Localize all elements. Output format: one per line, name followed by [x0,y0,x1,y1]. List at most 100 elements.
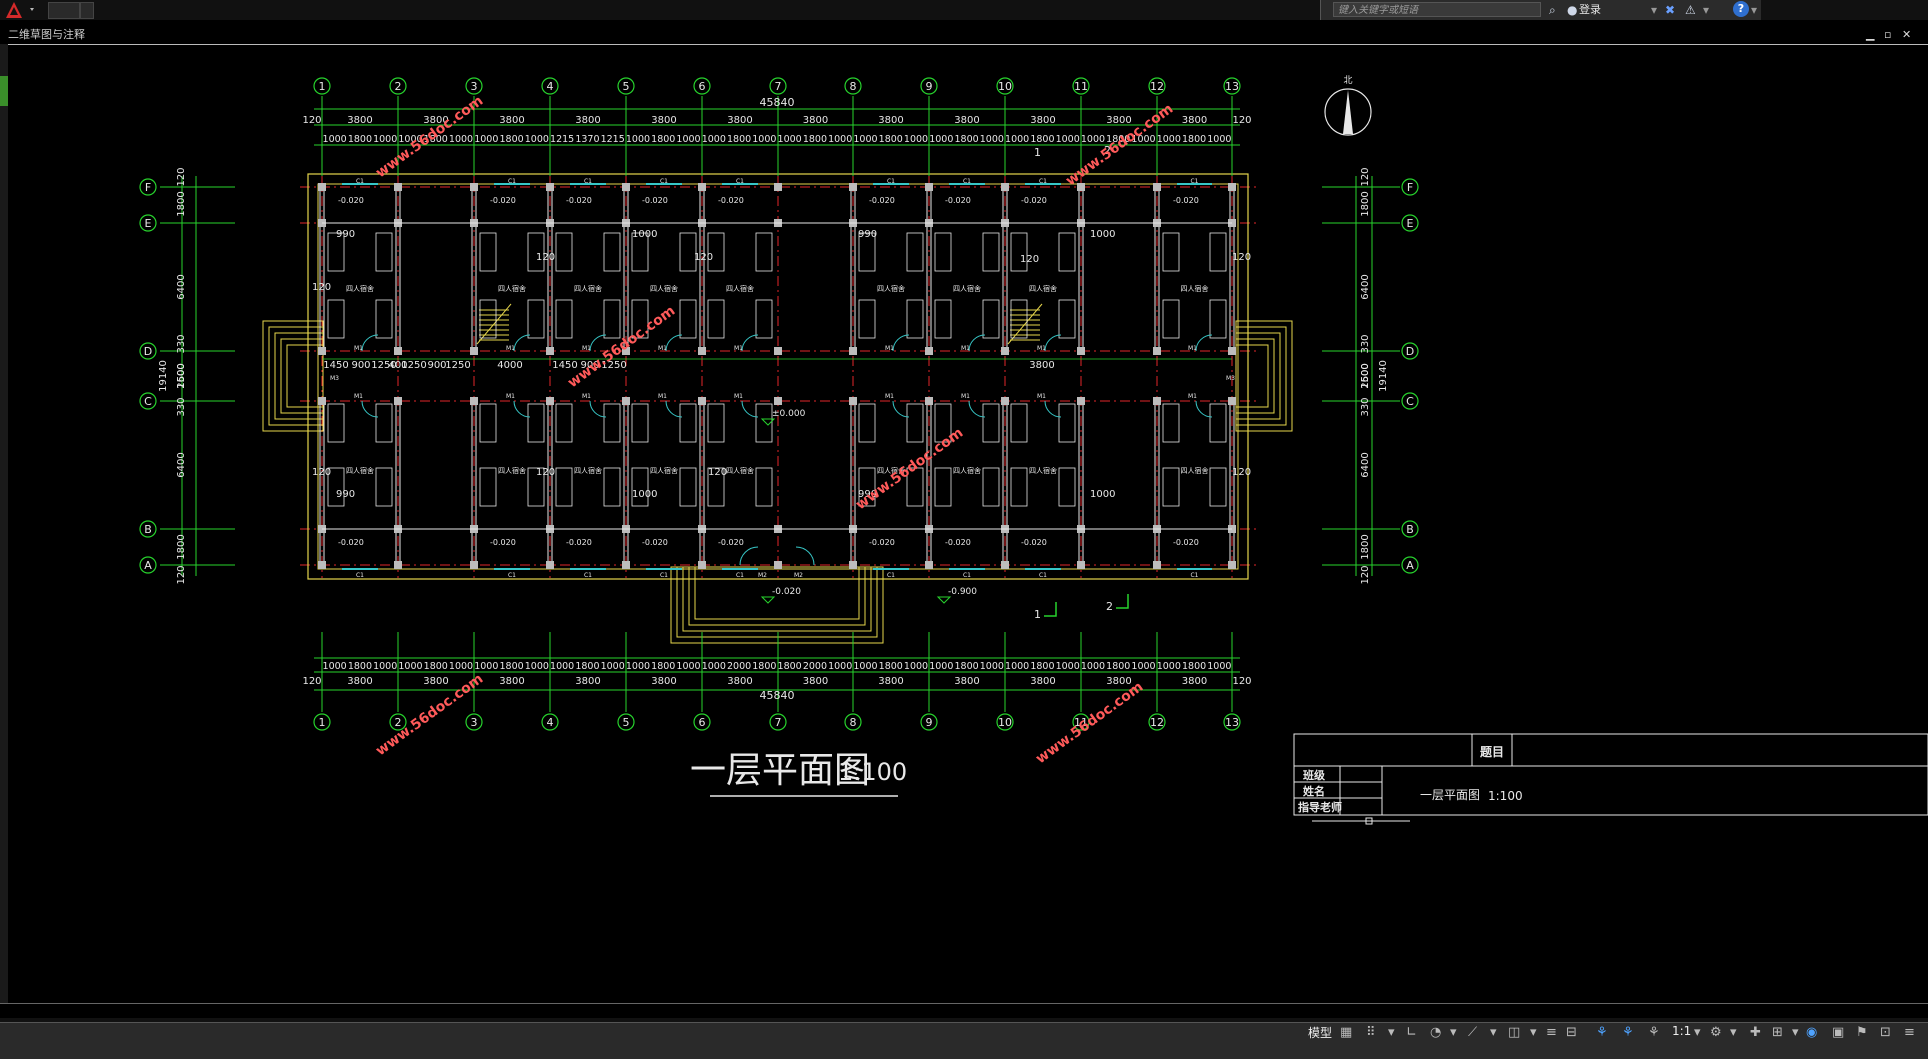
chevron-down-icon[interactable]: ▾ [1792,1025,1799,1040]
model-space-button[interactable]: 模型 [1308,1026,1333,1040]
hardware-acceleration-icon[interactable]: ▣ [1832,1025,1845,1040]
room-label: 四人宿舍 [726,466,754,475]
chevron-down-icon[interactable]: ▾ [1530,1025,1537,1040]
chevron-down-icon[interactable]: ▾ [1751,3,1758,17]
object-snap-icon[interactable]: ◫ [1508,1025,1521,1040]
bed [707,232,725,272]
axis-bubble-F [139,178,157,196]
binoculars-icon[interactable]: ⌕ [1549,3,1556,17]
window-label: C1 [584,178,592,185]
workspace-gear-icon[interactable]: ⚙ [1710,1025,1722,1040]
axis-number-12: 12 [1150,80,1164,93]
axis-bubble-8 [844,77,862,95]
axis-number-6: 6 [699,80,706,93]
annotation-scale-selector[interactable]: 1:1 [1672,1024,1692,1038]
snap-icon[interactable]: ⠿ [1366,1025,1376,1040]
quick-access-dropdown-button[interactable] [80,2,94,19]
sub-dim-top: 1000 [373,134,397,145]
main-door-swing [739,546,759,566]
sub-dim-top: 1000 [752,134,776,145]
fullscreen-icon[interactable]: ⊡ [1880,1025,1891,1040]
ortho-icon[interactable]: ∟ [1406,1025,1417,1040]
axis-bubble-4 [541,77,559,95]
sub-dim-bottom: 1000 [601,661,625,672]
window-label: C1 [963,572,971,579]
bed [755,403,773,443]
bath-level: -0.020 [642,538,668,547]
bed [479,403,497,443]
structural-column [1001,347,1009,355]
chevron-down-icon[interactable]: ▾ [1703,3,1710,17]
axis-bubble-10 [996,77,1014,95]
transparency-icon[interactable]: ⊟ [1566,1025,1577,1040]
network-icon[interactable]: ⚠ [1685,3,1696,17]
door-swing [1044,334,1062,352]
minimize-icon[interactable]: ▁ [1866,28,1875,41]
corridor-dim: 1250 [601,360,626,371]
document-tab[interactable]: 二维草图与注释 [8,28,85,41]
customization-menu-icon[interactable]: ≡ [1904,1025,1915,1040]
west-entry-steps [286,344,324,408]
corridor-dim: 1250 [371,360,396,371]
help-button[interactable]: ? [1733,1,1749,17]
door-label: M1 [582,345,591,352]
bay-dim-top: 3800 [878,115,903,126]
bath-level: -0.020 [1021,196,1047,205]
close-icon[interactable]: ✕ [1902,28,1912,41]
login-button[interactable]: 登录 [1579,3,1601,16]
door-label: M1 [1037,345,1046,352]
bed [527,403,545,443]
polar-icon[interactable]: ◔ [1430,1025,1442,1040]
sub-dim-bottom: 1800 [752,661,776,672]
chevron-down-icon[interactable]: ▾ [1651,3,1658,17]
section-marker [1044,602,1057,617]
search-input[interactable]: 键入关键字或短语 [1333,2,1541,17]
application-menu-icon[interactable] [4,1,40,19]
room-label: 四人宿舍 [726,284,754,293]
door-label: M2 [758,572,767,579]
chevron-down-icon[interactable]: ▾ [1490,1025,1497,1040]
plus-icon[interactable]: ✚ [1750,1025,1761,1040]
isolate-objects-icon[interactable]: ◉ [1806,1025,1818,1040]
structural-column [318,183,326,191]
sub-dim-bottom: 1000 [853,661,877,672]
command-line[interactable] [0,1003,1928,1019]
chevron-down-icon[interactable]: ▾ [1730,1025,1737,1040]
grid-icon[interactable]: ▦ [1340,1025,1353,1040]
room-label: 四人宿舍 [1181,284,1209,293]
palette-tab[interactable] [0,76,8,106]
window-label: C1 [508,572,516,579]
isodraft-icon[interactable]: ⟋ [1468,1025,1478,1040]
clean-screen-icon[interactable]: ⚑ [1856,1025,1868,1040]
exchange-icon[interactable]: ✖ [1665,3,1676,17]
bed [1010,232,1028,272]
bay-dim-top: 3800 [954,115,979,126]
units-icon[interactable]: ⊞ [1772,1025,1783,1040]
annotation-visibility-icon[interactable]: ⚘ [1596,1025,1608,1040]
structural-column [925,561,933,569]
sub-dim-bottom: 1000 [929,661,953,672]
chevron-down-icon[interactable]: ▾ [1450,1025,1457,1040]
sub-dim-top: 1215 [550,134,574,145]
user-icon[interactable]: ● [1567,3,1578,17]
quick-access-save-button[interactable] [48,2,80,19]
chevron-down-icon[interactable]: ▾ [1388,1025,1395,1040]
bath-level: -0.020 [490,538,516,547]
vertical-dim-text: 120 [1360,565,1371,584]
axis-bubble-A [139,556,157,574]
east-entry-steps [1235,344,1269,408]
bed [555,467,573,507]
annotation-scale-icon[interactable]: ⚘ [1648,1025,1660,1040]
chevron-down-icon[interactable]: ▾ [1694,1025,1701,1040]
auto-scale-icon[interactable]: ⚘ [1622,1025,1634,1040]
north-arrow-circle [1324,88,1372,136]
sub-dim-bottom: 2000 [803,661,827,672]
lineweight-icon[interactable]: ≡ [1546,1025,1557,1040]
bed [755,232,773,272]
sub-dim-bottom: 1800 [879,661,903,672]
axis-number-8: 8 [850,80,857,93]
bed [906,232,924,272]
axis-number-3: 3 [471,716,478,729]
restore-icon[interactable]: ▫ [1884,28,1892,41]
